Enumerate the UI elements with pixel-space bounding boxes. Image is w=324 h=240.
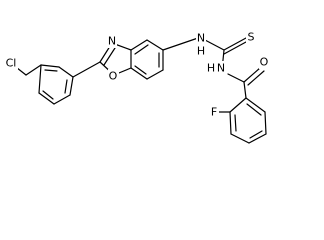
oxazole-nitrogen-label: N [108, 35, 116, 48]
amine-nitrogen-label: N [197, 32, 205, 45]
amide-hydrogen-label: H [207, 62, 215, 75]
fluorine-label: F [211, 106, 217, 119]
molecule-svg: Cl N O N H S N H O F [5, 30, 269, 144]
aryl-link-bond [72, 61, 101, 78]
oxazole-oxygen-label: O [109, 70, 118, 83]
amide-nitrogen-label: N [217, 62, 225, 75]
fluorophenyl-ring-bonds [216, 97, 267, 144]
molecule-structure: Cl N O N H S N H O F [5, 30, 269, 144]
chlorophenyl-ring-bonds [11, 63, 74, 105]
carbonyl-oxygen-label: O [260, 56, 269, 69]
thiourea-chain-bonds [162, 37, 247, 71]
benzo-ring-bonds [130, 39, 164, 80]
chlorine-label: Cl [6, 57, 17, 70]
amide-bonds [227, 67, 265, 99]
sulfur-label: S [248, 31, 255, 44]
amine-hydrogen-label: H [197, 45, 205, 58]
